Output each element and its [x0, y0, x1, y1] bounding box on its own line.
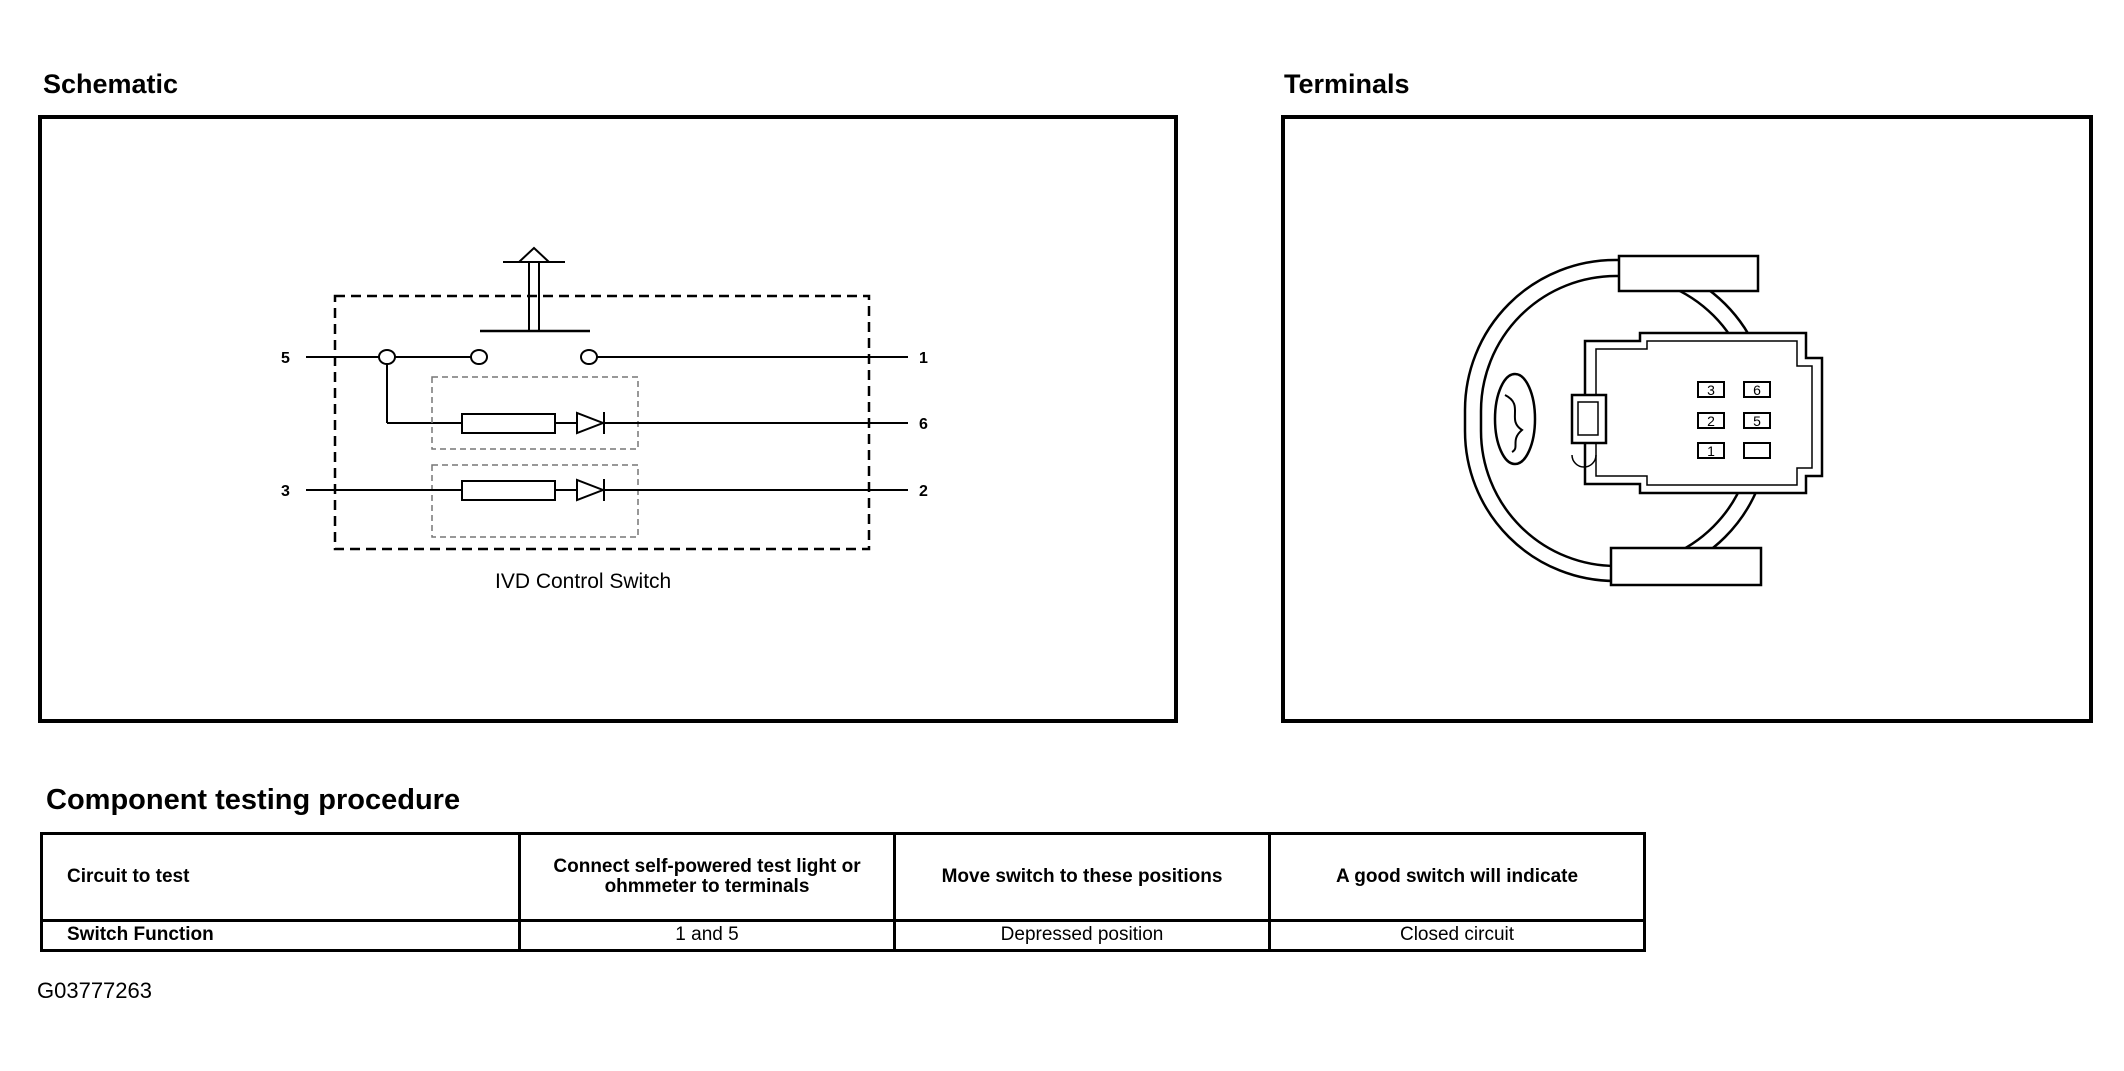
terminal-label-5: 5 — [1753, 413, 1761, 429]
terminal-label-6: 6 — [1753, 382, 1761, 398]
terminal-empty — [1743, 442, 1771, 459]
terminal-1 — [1697, 442, 1725, 459]
procedure-table: Circuit to test Connect self-powered tes… — [40, 832, 1646, 953]
cell-terminals: 1 and 5 — [518, 918, 896, 953]
top-latch — [1617, 254, 1760, 293]
figure-id: G03777263 — [37, 978, 152, 1003]
pin-label-6: 6 — [919, 416, 928, 433]
table-row: Switch Function 1 and 5 Depressed positi… — [40, 918, 1646, 953]
pin-label-1: 1 — [919, 350, 928, 367]
terminal-6 — [1743, 381, 1771, 398]
pin-label-5: 5 — [281, 350, 290, 367]
header-connect-terminals: Connect self-powered test light or ohmme… — [518, 832, 896, 922]
indicator-circuit-2 — [306, 464, 908, 538]
table-header-row: Circuit to test Connect self-powered tes… — [40, 832, 1646, 922]
schematic-panel — [38, 115, 1178, 723]
terminal-cavity-inner — [1595, 340, 1813, 486]
bottom-latch — [1609, 546, 1763, 587]
switch-actuator-icon — [480, 246, 590, 333]
header-switch-positions: Move switch to these positions — [893, 832, 1271, 922]
terminal-3 — [1697, 381, 1725, 398]
terminals-heading: Terminals — [1284, 69, 1410, 99]
terminal-label-2: 2 — [1707, 413, 1715, 429]
procedure-heading: Component testing procedure — [46, 784, 461, 816]
switch-contact-circuit — [306, 349, 908, 424]
cell-indication: Closed circuit — [1268, 918, 1646, 953]
indicator-circuit-6 — [431, 376, 908, 450]
terminal-5 — [1743, 412, 1771, 429]
terminals-panel — [1281, 115, 2093, 723]
ivd-switch-schematic — [306, 246, 908, 551]
terminal-label-3: 3 — [1707, 382, 1715, 398]
brand-logo-icon — [1493, 372, 1537, 466]
pin-label-3: 3 — [281, 483, 290, 500]
header-good-switch: A good switch will indicate — [1268, 832, 1646, 922]
terminal-label-1: 1 — [1707, 443, 1715, 459]
header-circuit-to-test: Circuit to test — [40, 832, 521, 922]
terminal-2 — [1697, 412, 1725, 429]
cell-circuit: Switch Function — [40, 918, 521, 953]
pin-label-2: 2 — [919, 483, 928, 500]
schematic-heading: Schematic — [43, 69, 179, 99]
cell-position: Depressed position — [893, 918, 1271, 953]
schematic-caption: IVD Control Switch — [495, 570, 671, 593]
terminal-pins — [1697, 381, 1771, 459]
